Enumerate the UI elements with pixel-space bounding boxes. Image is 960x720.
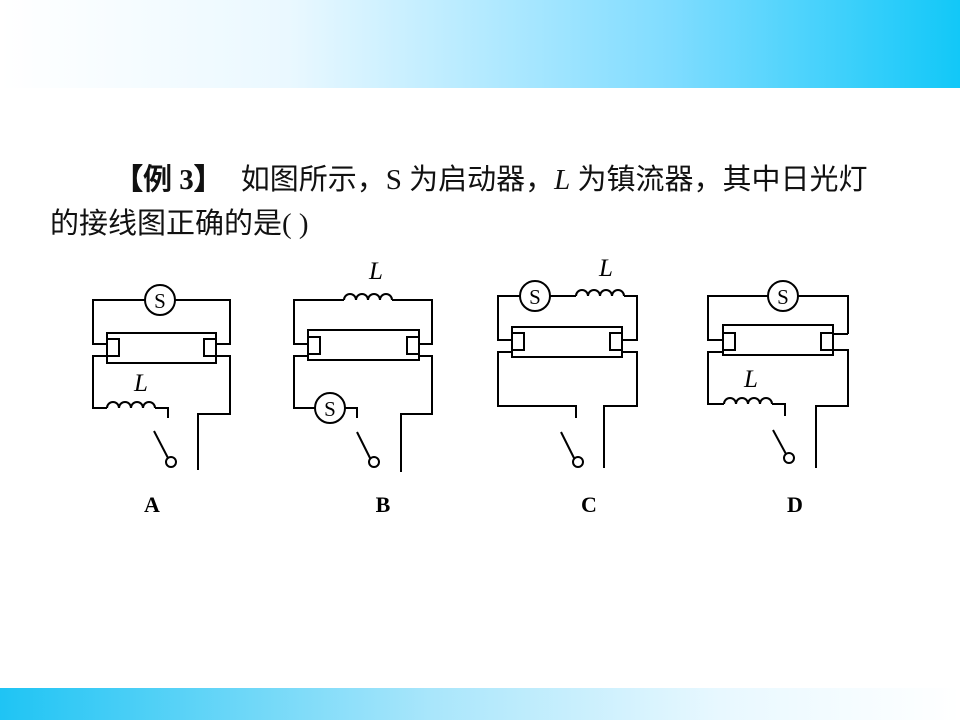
option-b-label: B (376, 492, 391, 517)
circuit-b-starter-label: S (324, 397, 336, 421)
circuit-c-lamp (511, 326, 623, 358)
circuit-c: S L C (497, 255, 638, 517)
circuit-a-starter-label: S (154, 289, 166, 313)
circuit-b-ballast-coil (343, 293, 393, 301)
circuit-b-terminal (368, 456, 380, 468)
circuit-b-left-wire (293, 355, 315, 409)
circuit-d-top-wire (707, 295, 768, 341)
footer-band (0, 688, 960, 720)
circuit-b-starter-lead (345, 407, 358, 418)
circuit-d: S L D (707, 280, 849, 517)
circuit-c-right-wire (603, 351, 638, 468)
circuit-diagrams: S L A L (0, 250, 960, 530)
question-text: 【例 3】如图所示，S 为启动器，L 为镇流器，其中日光灯 的接线图正确的是( … (50, 158, 920, 246)
question-text-1: 如图所示，S 为启动器， (240, 164, 555, 196)
circuit-d-left-wire (707, 351, 724, 405)
circuit-c-switch (560, 431, 575, 459)
question-line-2: 的接线图正确的是( ) (50, 208, 309, 240)
circuit-b-lamp (307, 329, 420, 361)
circuit-b-top-wire (293, 299, 344, 345)
circuit-c-starter-label: S (529, 285, 541, 309)
circuit-d-ballast-label: L (743, 366, 758, 393)
circuit-a-left-wire (92, 355, 107, 409)
circuit-a-starter (144, 284, 176, 316)
circuit-a-top-wire (92, 299, 145, 345)
circuit-a-ballast-label: L (133, 370, 148, 397)
circuit-d-terminal (783, 452, 795, 464)
question-line-1: 【例 3】如图所示，S 为启动器，L 为镇流器，其中日光灯 (50, 158, 920, 202)
circuit-a-ballast-coil (106, 401, 156, 409)
option-c-label: C (581, 492, 597, 517)
circuit-a-coil-lead (155, 407, 169, 418)
ballast-symbol: L (554, 164, 571, 196)
circuit-d-ballast-coil (723, 397, 773, 405)
circuit-a-right-wire (197, 355, 231, 470)
circuit-c-top-wire (497, 295, 520, 341)
circuit-a-top-wire-right (175, 299, 231, 345)
circuit-b-right-wire (400, 355, 433, 472)
circuit-a-switch (153, 430, 169, 459)
option-d-label: D (787, 492, 803, 517)
circuit-d-lamp (722, 324, 834, 356)
circuit-c-terminal (572, 456, 584, 468)
circuit-d-coil-lead (772, 403, 786, 416)
circuit-svg: S L A L (92, 255, 849, 517)
circuit-a-lamp (106, 332, 217, 364)
circuit-c-ballast-coil (575, 289, 625, 297)
circuit-a: S L A (92, 284, 231, 517)
option-a-label: A (144, 492, 160, 517)
circuit-d-starter-label: S (777, 285, 789, 309)
circuit-b-switch (356, 431, 371, 459)
circuit-c-ballast-label: L (598, 255, 613, 282)
circuit-b-ballast-label: L (368, 258, 383, 285)
circuit-d-right-wire (815, 349, 849, 468)
circuit-a-terminal (165, 456, 177, 468)
circuit-d-switch (772, 429, 787, 455)
circuit-d-top-wire-right (798, 295, 849, 334)
example-tag: 【例 3】 (114, 164, 223, 196)
circuit-b-top-wire-right (392, 299, 433, 345)
question-text-2: 为镇流器，其中日光灯 (570, 164, 868, 196)
header-band (0, 0, 960, 88)
circuit-b: L S B (293, 258, 433, 517)
circuit-c-left-wire (497, 351, 577, 418)
circuit-c-top-wire-right (622, 295, 638, 341)
